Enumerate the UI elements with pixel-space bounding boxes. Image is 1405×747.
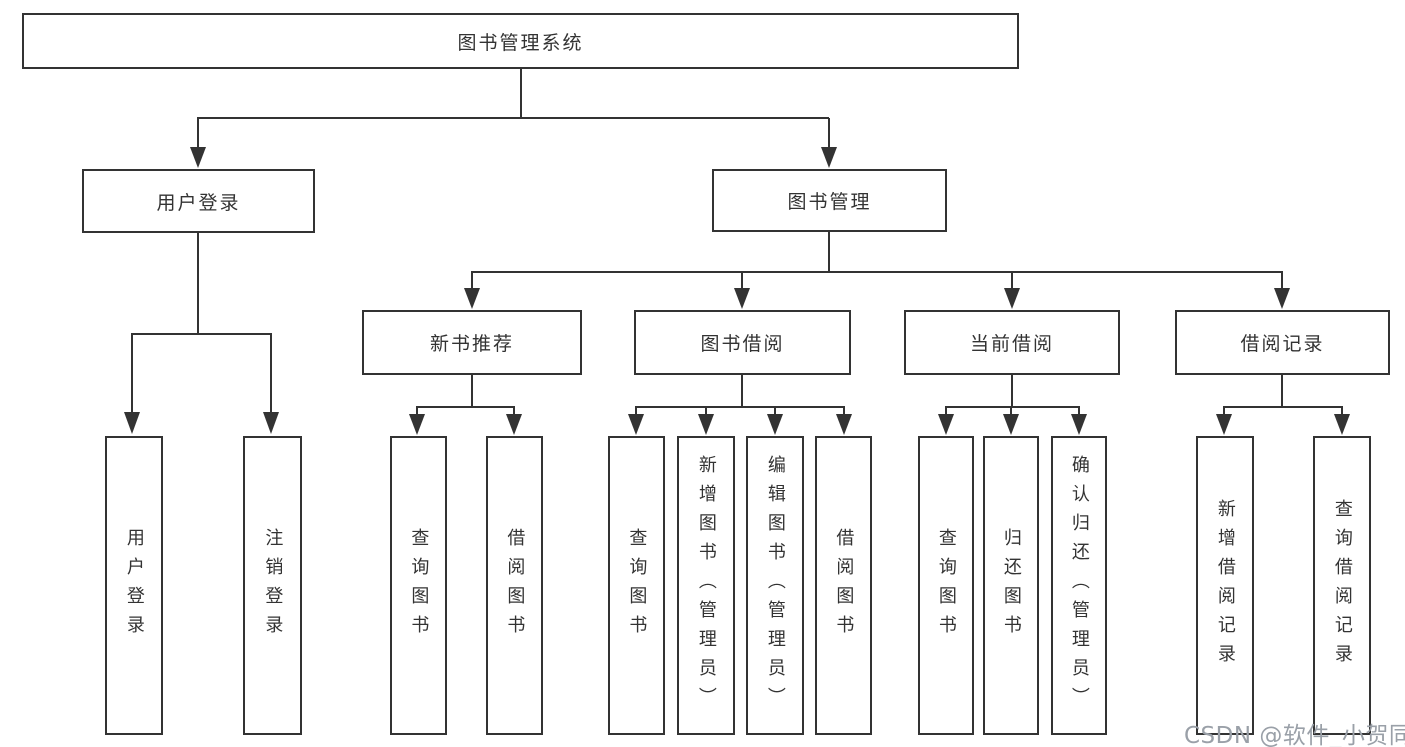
node-book-borrow-label: 图书借阅 [700,333,785,355]
node-borrow-records: 借阅记录 [1175,310,1390,375]
watermark: CSDN @软件_小贺同学 [1184,723,1405,747]
leaf-borrow-books-2-label: 借阅图书 [833,527,855,644]
leaf-edit-books-admin: 编辑图书（管理员） [746,436,804,735]
node-library-system-label: 图书管理系统 [457,31,584,54]
node-user-login: 用户登录 [82,169,315,233]
leaf-query-books-3: 查询图书 [918,436,974,735]
leaf-query-borrow-record-label: 查询借阅记录 [1331,498,1353,673]
leaf-logout: 注销登录 [243,436,302,735]
node-borrow-records-label: 借阅记录 [1240,333,1325,355]
node-current-borrow-label: 当前借阅 [969,333,1054,355]
node-book-management-label: 图书管理 [787,191,872,213]
leaf-user-login-label: 用户登录 [123,527,145,644]
node-book-management: 图书管理 [712,169,947,232]
leaf-query-borrow-record: 查询借阅记录 [1313,436,1371,735]
node-user-login-label: 用户登录 [156,191,241,214]
leaf-borrow-books-1-label: 借阅图书 [504,527,526,644]
leaf-query-books-3-label: 查询图书 [935,527,957,644]
leaf-query-books-1-label: 查询图书 [408,527,430,644]
leaf-add-books-admin-label: 新增图书（管理员） [695,455,717,716]
node-current-borrow: 当前借阅 [904,310,1120,375]
leaf-return-books-label: 归还图书 [1000,527,1022,644]
node-library-system: 图书管理系统 [22,13,1019,69]
leaf-add-borrow-record-label: 新增借阅记录 [1214,498,1236,673]
leaf-add-borrow-record: 新增借阅记录 [1196,436,1254,735]
leaf-query-books-2: 查询图书 [608,436,665,735]
leaf-borrow-books-2: 借阅图书 [815,436,872,735]
leaf-borrow-books-1: 借阅图书 [486,436,543,735]
leaf-logout-label: 注销登录 [262,527,284,644]
leaf-confirm-return-admin: 确认归还（管理员） [1051,436,1107,735]
node-new-book-recommend-label: 新书推荐 [429,333,514,355]
leaf-return-books: 归还图书 [983,436,1039,735]
leaf-query-books-1: 查询图书 [390,436,447,735]
leaf-user-login: 用户登录 [105,436,163,735]
node-book-borrow: 图书借阅 [634,310,851,375]
leaf-edit-books-admin-label: 编辑图书（管理员） [764,455,786,716]
node-new-book-recommend: 新书推荐 [362,310,582,375]
leaf-add-books-admin: 新增图书（管理员） [677,436,735,735]
leaf-query-books-2-label: 查询图书 [626,527,648,644]
leaf-confirm-return-admin-label: 确认归还（管理员） [1068,455,1090,716]
